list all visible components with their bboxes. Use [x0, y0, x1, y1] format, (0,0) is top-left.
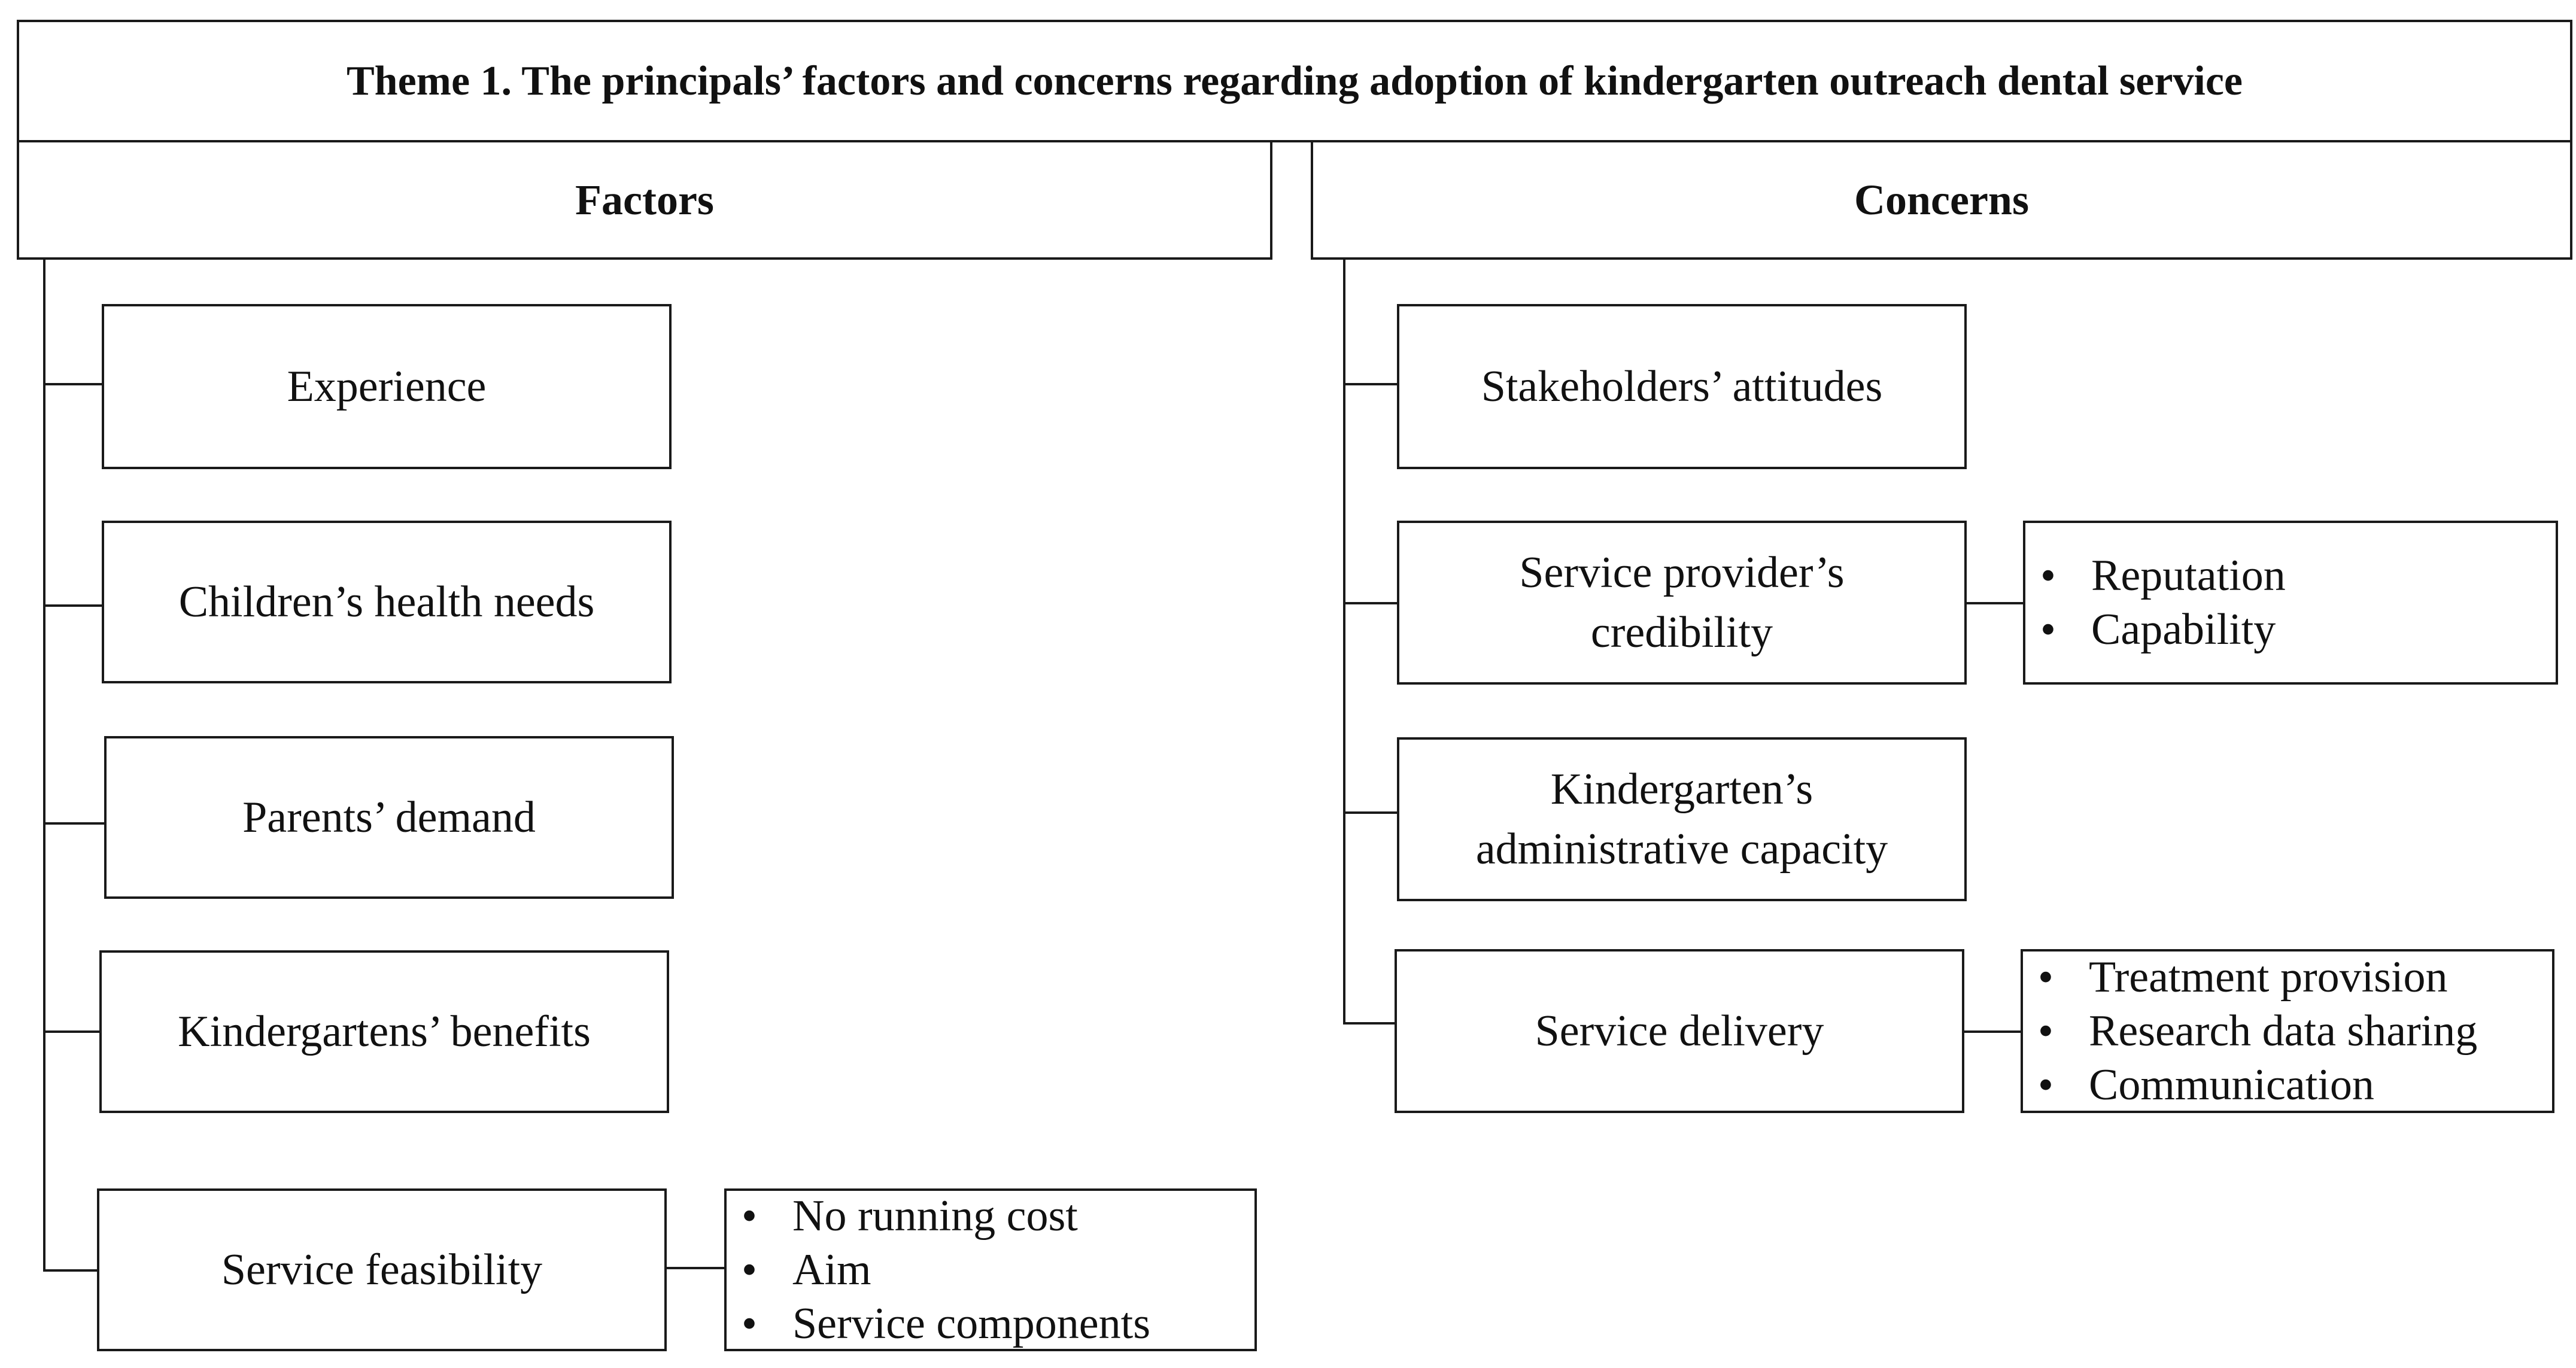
connector-line	[1343, 1022, 1396, 1025]
connector-line	[43, 1269, 98, 1272]
connector-line	[43, 1030, 101, 1033]
concern-label: Kindergarten’s administrative capacity	[1476, 759, 1888, 879]
service-delivery-details: Treatment provision Research data sharin…	[2021, 949, 2554, 1113]
detail-item: Research data sharing	[2038, 1004, 2477, 1058]
concern-label-line: Service provider’s	[1519, 548, 1845, 597]
connector-line	[1960, 1030, 2022, 1033]
diagram-title-text: Theme 1. The principals’ factors and con…	[346, 57, 2243, 104]
connector-line	[664, 1267, 724, 1269]
detail-item: Communication	[2038, 1058, 2477, 1112]
concern-service-provider-credibility: Service provider’s credibility	[1397, 521, 1967, 685]
detail-list: Reputation Capability	[2025, 549, 2286, 656]
connector-line	[1343, 811, 1398, 814]
factors-header: Factors	[17, 140, 1272, 260]
detail-item: Capability	[2040, 603, 2286, 656]
diagram-title: Theme 1. The principals’ factors and con…	[17, 20, 2572, 142]
factor-label: Parents’ demand	[242, 793, 536, 842]
concern-stakeholders-attitudes: Stakeholders’ attitudes	[1397, 304, 1967, 469]
connector-line	[1343, 383, 1398, 385]
detail-list: Treatment provision Research data sharin…	[2023, 950, 2477, 1112]
concerns-header-text: Concerns	[1854, 175, 2029, 224]
factor-label: Kindergartens’ benefits	[178, 1007, 591, 1056]
factor-label: Children’s health needs	[178, 577, 595, 627]
connector-line	[43, 822, 105, 825]
connector-line	[1343, 602, 1398, 604]
factor-childrens-health-needs: Children’s health needs	[102, 521, 672, 683]
connector-line	[1963, 602, 2024, 604]
factor-label: Service feasibility	[221, 1245, 543, 1294]
concern-label: Service provider’s credibility	[1519, 543, 1844, 662]
concern-label-line: credibility	[1590, 608, 1773, 657]
factor-parents-demand: Parents’ demand	[104, 736, 674, 899]
concern-label-line: Kindergarten’s	[1550, 765, 1813, 814]
detail-item: Reputation	[2040, 549, 2286, 603]
detail-item: Service components	[742, 1297, 1150, 1351]
detail-item: Aim	[742, 1243, 1150, 1297]
detail-item: Treatment provision	[2038, 950, 2477, 1004]
factors-trunk-line	[43, 259, 45, 1272]
concern-label: Service delivery	[1535, 1007, 1824, 1056]
detail-list: No running cost Aim Service components	[727, 1189, 1150, 1351]
connector-line	[43, 383, 103, 385]
service-provider-credibility-details: Reputation Capability	[2023, 521, 2558, 685]
concern-kindergarten-administrative-capacity: Kindergarten’s administrative capacity	[1397, 737, 1967, 901]
factor-label: Experience	[287, 362, 487, 411]
detail-item: No running cost	[742, 1189, 1150, 1243]
service-feasibility-details: No running cost Aim Service components	[724, 1188, 1257, 1351]
concerns-trunk-line	[1343, 259, 1345, 1025]
factor-kindergartens-benefits: Kindergartens’ benefits	[99, 950, 669, 1113]
connector-line	[43, 604, 103, 607]
concern-service-delivery: Service delivery	[1395, 949, 1964, 1113]
factor-service-feasibility: Service feasibility	[97, 1188, 667, 1351]
factors-header-text: Factors	[575, 175, 714, 224]
concern-label-line: administrative capacity	[1475, 825, 1888, 874]
factor-experience: Experience	[102, 304, 672, 469]
concern-label: Stakeholders’ attitudes	[1481, 362, 1883, 411]
concerns-header: Concerns	[1311, 140, 2572, 260]
